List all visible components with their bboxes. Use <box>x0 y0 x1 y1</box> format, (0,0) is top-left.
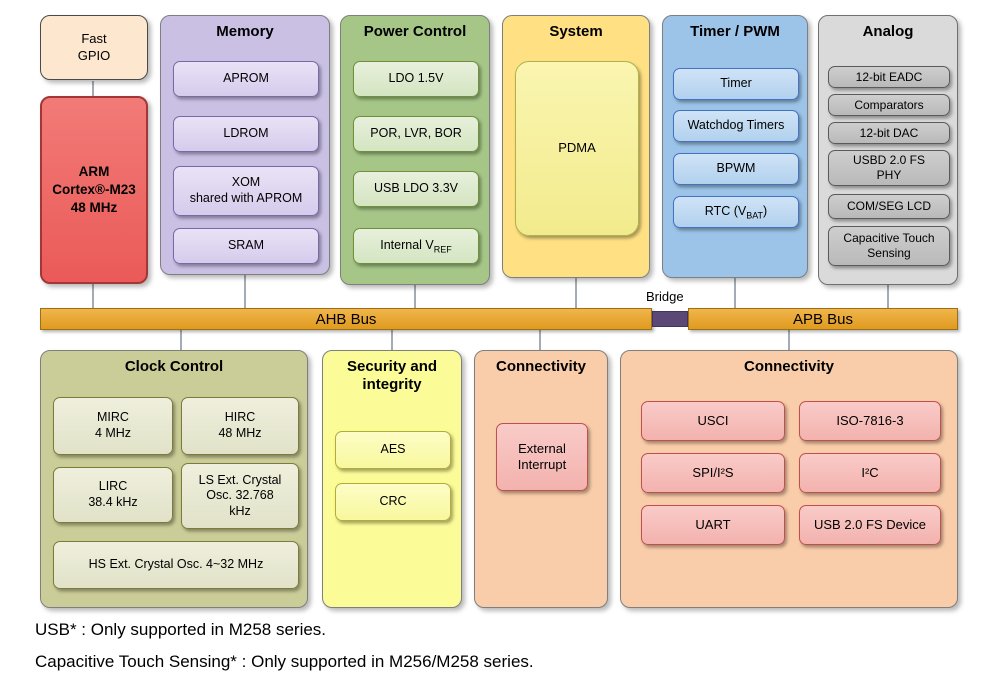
timer-pwm-title: Timer / PWM <box>690 23 780 40</box>
analog-item-dac: 12-bit DAC <box>828 122 950 144</box>
analog-item-eadc: 12-bit EADC <box>828 66 950 88</box>
apb-bus-label: APB Bus <box>792 310 854 328</box>
system-title: System <box>549 23 603 40</box>
memory-title: Memory <box>216 23 274 40</box>
block-fast-gpio: Fast GPIO <box>40 15 148 80</box>
power-item-por-lvr-bor: POR, LVR, BOR <box>353 116 479 152</box>
block-power-control: Power Control LDO 1.5V POR, LVR, BOR USB… <box>340 15 490 285</box>
block-analog: Analog 12-bit EADC Comparators 12-bit DA… <box>818 15 958 285</box>
connector-line <box>788 330 790 350</box>
clock-item-hs-crystal: HS Ext. Crystal Osc. 4~32 MHz <box>53 541 299 589</box>
connector-line <box>92 81 94 97</box>
block-connectivity-left: Connectivity External Interrupt <box>474 350 608 608</box>
ahb-bus-bar: AHB Bus <box>40 308 652 330</box>
clock-control-title: Clock Control <box>124 358 224 375</box>
analog-title: Analog <box>862 23 914 40</box>
bridge-label: Bridge <box>646 289 684 304</box>
power-control-title: Power Control <box>363 23 467 40</box>
footnote-usb: USB* : Only supported in M258 series. <box>35 620 327 639</box>
block-security: Security and integrity AES CRC <box>322 350 462 608</box>
block-connectivity-right: Connectivity USCI ISO-7816-3 SPI/I²S I²C… <box>620 350 958 608</box>
connectivity-item-usb-device: USB 2.0 FS Device <box>799 505 941 545</box>
fast-gpio-label: Fast GPIO <box>77 31 111 63</box>
clock-item-ls-crystal: LS Ext. Crystal Osc. 32.768 kHz <box>181 463 299 529</box>
timer-item-rtc: RTC (VBAT) <box>673 196 799 228</box>
block-clock-control: Clock Control MIRC 4 MHz HIRC 48 MHz LIR… <box>40 350 308 608</box>
connector-line <box>391 330 393 350</box>
bus-bridge-bar <box>652 311 688 327</box>
analog-item-com-seg-lcd: COM/SEG LCD <box>828 194 950 219</box>
analog-item-cap-touch: Capacitive Touch Sensing <box>828 226 950 266</box>
block-arm-core: ARM Cortex®-M23 48 MHz <box>40 96 148 284</box>
security-item-aes: AES <box>335 431 451 469</box>
arm-core-label: ARM Cortex®-M23 48 MHz <box>52 163 136 216</box>
timer-item-watchdog: Watchdog Timers <box>673 110 799 142</box>
power-item-internal-vref: Internal VREF <box>353 228 479 264</box>
connectivity-item-usci: USCI <box>641 401 785 441</box>
system-item-pdma: PDMA <box>515 61 639 236</box>
memory-item-sram: SRAM <box>173 228 319 264</box>
apb-bus-bar: APB Bus <box>688 308 958 330</box>
clock-item-mirc: MIRC 4 MHz <box>53 397 173 455</box>
timer-item-bpwm: BPWM <box>673 153 799 185</box>
connector-line <box>734 278 736 308</box>
security-title: Security and integrity <box>346 358 438 393</box>
connector-line <box>414 285 416 308</box>
connector-line <box>575 278 577 308</box>
memory-item-aprom: APROM <box>173 61 319 97</box>
security-item-crc: CRC <box>335 483 451 521</box>
connectivity-right-title: Connectivity <box>743 358 834 375</box>
analog-item-comparators: Comparators <box>828 94 950 116</box>
clock-item-lirc: LIRC 38.4 kHz <box>53 467 173 523</box>
power-item-ldo15: LDO 1.5V <box>353 61 479 97</box>
connector-line <box>887 285 889 308</box>
memory-item-xom: XOM shared with APROM <box>173 166 319 216</box>
connectivity-item-i2c: I²C <box>799 453 941 493</box>
memory-item-ldrom: LDROM <box>173 116 319 152</box>
connectivity-left-title: Connectivity <box>495 358 586 375</box>
connectivity-item-uart: UART <box>641 505 785 545</box>
timer-item-timer: Timer <box>673 68 799 100</box>
power-item-usb-ldo: USB LDO 3.3V <box>353 171 479 207</box>
connector-line <box>180 330 182 350</box>
analog-item-usbd-phy: USBD 2.0 FS PHY <box>828 150 950 186</box>
block-timer-pwm: Timer / PWM Timer Watchdog Timers BPWM R… <box>662 15 808 278</box>
block-memory: Memory APROM LDROM XOM shared with APROM… <box>160 15 330 275</box>
connectivity-item-iso7816: ISO-7816-3 <box>799 401 941 441</box>
connectivity-item-ext-interrupt: External Interrupt <box>496 423 588 491</box>
footnote-cap-touch: Capacitive Touch Sensing* : Only support… <box>35 652 534 671</box>
connector-line <box>244 275 246 308</box>
connector-line <box>539 330 541 350</box>
block-system: System PDMA <box>502 15 650 278</box>
ahb-bus-label: AHB Bus <box>315 310 377 328</box>
clock-item-hirc: HIRC 48 MHz <box>181 397 299 455</box>
connector-line <box>92 284 94 308</box>
connectivity-item-spi-i2s: SPI/I²S <box>641 453 785 493</box>
